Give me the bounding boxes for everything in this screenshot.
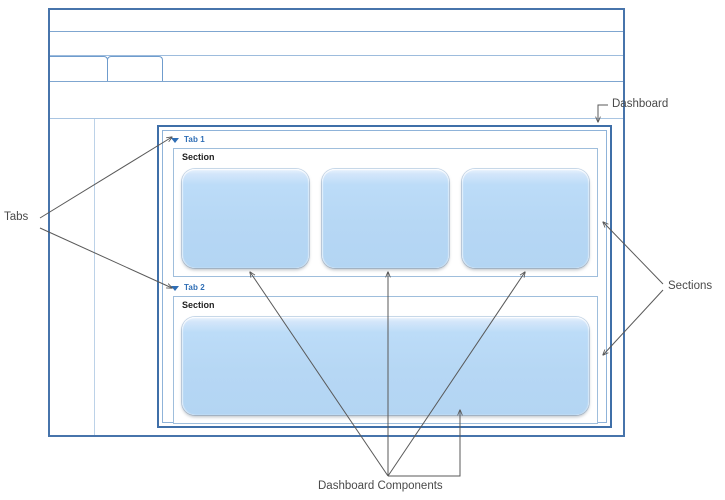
section-2: Section bbox=[173, 296, 598, 424]
dashboard-tab-1[interactable]: Tab 1 bbox=[171, 133, 205, 147]
nav-panel-divider bbox=[94, 119, 95, 435]
dashboard-tab-1-label: Tab 1 bbox=[184, 135, 205, 144]
annotation-label-dashboard: Dashboard bbox=[612, 98, 669, 110]
dashboard-component[interactable] bbox=[322, 169, 449, 268]
dashboard-tab-group-1: Tab 1 Section bbox=[163, 133, 606, 279]
dashboard-component[interactable] bbox=[182, 169, 309, 268]
toolbar-divider bbox=[50, 81, 623, 82]
section-1-title: Section bbox=[182, 152, 215, 162]
section-2-component-row bbox=[182, 317, 589, 415]
section-1: Section bbox=[173, 148, 598, 277]
triangle-down-icon bbox=[171, 137, 179, 143]
dashboard-inner-frame: Tab 1 Section bbox=[162, 130, 607, 426]
window-tabstrip bbox=[50, 56, 623, 82]
triangle-down-icon bbox=[171, 285, 179, 291]
chrome-tab-2[interactable] bbox=[107, 56, 163, 81]
dashboard: Tab 1 Section bbox=[157, 125, 612, 428]
window-titlebar bbox=[50, 10, 623, 32]
chrome-tab-1[interactable] bbox=[50, 56, 108, 81]
window-menubar bbox=[50, 32, 623, 56]
application-window: Tab 1 Section bbox=[48, 8, 625, 437]
dashboard-tab-2-label: Tab 2 bbox=[184, 283, 205, 292]
dashboard-tab-group-2: Tab 2 Section bbox=[163, 281, 606, 426]
section-1-component-row bbox=[182, 169, 589, 268]
annotation-label-sections: Sections bbox=[668, 280, 713, 292]
window-ribbon bbox=[50, 82, 623, 119]
dashboard-component[interactable] bbox=[462, 169, 589, 268]
annotation-label-tabs: Tabs bbox=[4, 211, 29, 223]
annotation-label-dashboard-components: Dashboard Components bbox=[318, 480, 443, 492]
dashboard-tab-2[interactable]: Tab 2 bbox=[171, 281, 205, 295]
dashboard-component[interactable] bbox=[182, 317, 589, 415]
section-2-title: Section bbox=[182, 300, 215, 310]
